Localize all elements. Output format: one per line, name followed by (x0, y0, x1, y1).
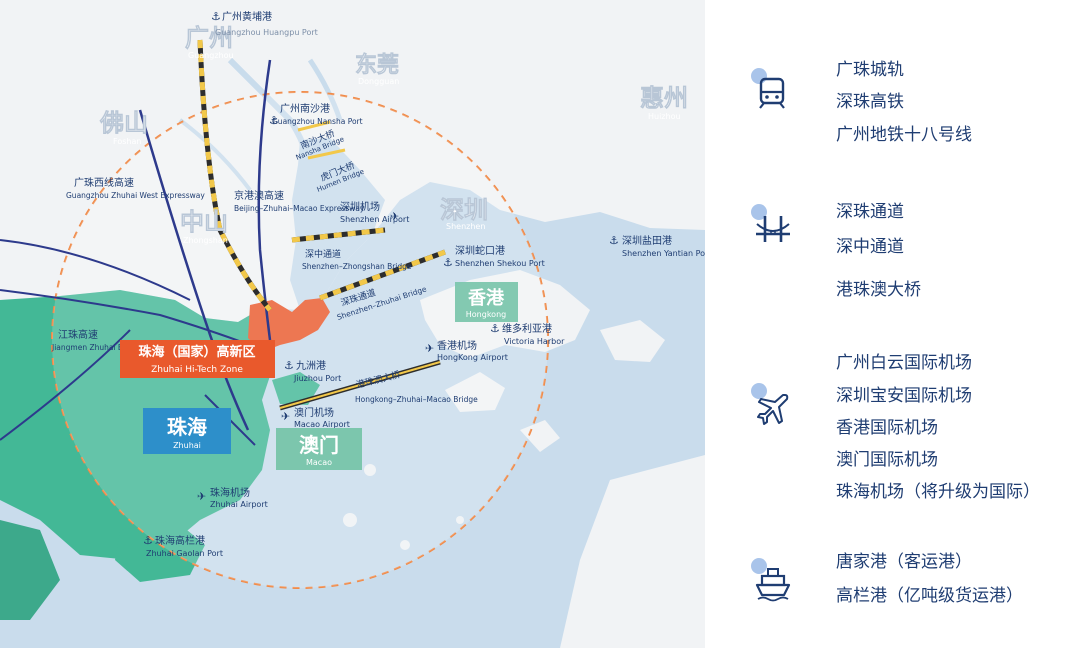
regional-transport-map: 广州 东莞 惠州 佛山 中山 深圳 Guangzhou Dongguan Hui… (0, 0, 705, 648)
bridge-label-shenzhong: 深中通道 (305, 248, 341, 260)
legend-item: 广州地铁十八号线 (836, 125, 972, 145)
expressway-en-guangzhu-west: Guangzhou Zhuhai West Expressway (66, 191, 205, 200)
port-en-victoria: Victoria Harbor (504, 337, 565, 346)
zhuhai-box (143, 408, 231, 454)
port-label-shekou: 深圳蛇口港 (455, 244, 505, 257)
hitech-zone-box (120, 340, 275, 378)
airport-label-macao: 澳门机场 (294, 406, 334, 419)
expressway-guangzhu-west (138, 109, 250, 431)
port-label-jiuzhou: 九洲港 (296, 360, 326, 372)
rail-train-icon (751, 68, 793, 112)
legend-item: 珠海机场（将升级为国际） (836, 482, 1040, 502)
city-label-dongguan: 东莞 (355, 52, 399, 78)
hitech-zone-title: 珠海（国家）高新区 (138, 344, 255, 360)
airport-en-shenzhen: Shenzhen Airport (340, 215, 409, 224)
anchor-icon: ⚓ (211, 10, 221, 23)
legend-item: 澳门国际机场 (836, 450, 938, 470)
bridge-en-hzm: Hongkong–Zhuhai–Macao Bridge (355, 395, 478, 404)
legend-item: 广珠城轨 (836, 60, 904, 80)
port-label-nansha: 广州南沙港 (280, 102, 330, 115)
port-en-gaolan: Zhuhai Gaolan Port (146, 549, 223, 558)
expressway-label-jinggangao: 京港澳高速 (234, 189, 284, 202)
transport-legend: 广珠城轨 深珠高铁 广州地铁十八号线 深珠通道 深中通道 港珠澳大桥 (705, 0, 1080, 648)
legend-item: 唐家港（客运港） (836, 552, 972, 572)
port-en-yantian: Shenzhen Yantian Port (622, 249, 705, 258)
airport-en-hongkong: HongKong Airport (437, 353, 508, 362)
bridge-en-shenzhong: Shenzhen–Zhongshan Bridge (302, 262, 412, 271)
legend-item: 深珠高铁 (836, 92, 904, 112)
city-en-zhongshan: Zhongshan (183, 236, 228, 245)
anchor-icon: ⚓ (443, 256, 453, 269)
hongkong-en: Hongkong (466, 310, 506, 319)
zhuhai-title: 珠海 (167, 415, 207, 439)
port-label-yantian: 深圳盐田港 (622, 234, 672, 247)
anchor-icon: ⚓ (284, 359, 294, 372)
port-label-gaolan: 珠海高栏港 (155, 534, 205, 547)
port-label-huangpu: 广州黄埔港 (222, 10, 272, 23)
anchor-icon: ⚓ (143, 534, 153, 547)
expressway-jiangzhu (0, 289, 251, 346)
plane-icon: ✈ (390, 210, 399, 223)
port-en-huangpu: Guangzhou Huangpu Port (215, 28, 318, 37)
airport-en-zhuhai: Zhuhai Airport (210, 500, 268, 509)
city-en-foshan: Foshan (113, 137, 141, 146)
coverage-ring (51, 91, 549, 589)
expressway-en-jiangzhu: Jiangmen Zhuhai Expressway (51, 343, 163, 352)
plane-icon: ✈ (425, 342, 434, 355)
legend-item: 深圳宝安国际机场 (836, 386, 972, 406)
macao-en: Macao (306, 458, 332, 467)
macao-title: 澳门 (299, 433, 339, 457)
legend-item: 港珠澳大桥 (836, 280, 921, 300)
plane-icon: ✈ (281, 410, 290, 423)
city-label-guangzhou: 广州 (185, 24, 233, 52)
city-label-huizhou: 惠州 (640, 84, 688, 112)
plane-icon: ✈ (197, 490, 206, 503)
legend-item: 广州白云国际机场 (836, 353, 972, 373)
port-en-shekou: Shenzhen Shekou Port (455, 259, 545, 268)
hitech-zone-en: Zhuhai Hi-Tech Zone (151, 365, 243, 375)
port-en-jiuzhou: Jiuzhou Port (293, 374, 341, 383)
anchor-icon: ⚓ (609, 234, 619, 247)
airport-label-shenzhen: 深圳机场 (340, 200, 380, 213)
airport-label-zhuhai: 珠海机场 (210, 486, 250, 499)
macao-box (276, 428, 362, 470)
coverage-area (52, 92, 548, 588)
river-estuary (290, 138, 385, 310)
legend-item: 深中通道 (836, 237, 904, 257)
expressway-label-guangzhu-west: 广珠西线高速 (74, 176, 134, 189)
legend-item: 高栏港（亿吨级货运港） (836, 586, 1023, 606)
city-label-zhongshan: 中山 (180, 208, 228, 236)
shenzhu-bridge-line (319, 249, 446, 301)
city-en-shenzhen: Shenzhen (446, 222, 485, 231)
city-label-shenzhen: 深圳 (440, 196, 488, 224)
airport-en-macao: Macao Airport (294, 420, 350, 429)
city-en-dongguan: Dongguan (358, 77, 399, 86)
bridge-icon (751, 204, 793, 248)
legend-item: 深珠通道 (836, 202, 904, 222)
anchor-icon: ⚓ (269, 114, 279, 127)
nansha-bridge-line (297, 120, 331, 132)
city-label-foshan: 佛山 (99, 109, 148, 137)
legend-item: 香港国际机场 (836, 418, 938, 438)
airplane-icon (751, 383, 793, 427)
mainland-area (0, 0, 705, 322)
hongkong-box (455, 282, 518, 322)
hongkong-title: 香港 (467, 288, 505, 309)
ship-icon (751, 558, 793, 602)
anchor-icon: ⚓ (490, 322, 500, 335)
expressway-label-jiangzhu: 江珠高速 (58, 328, 98, 341)
humen-bridge-line (307, 148, 346, 160)
zhuhai-en: Zhuhai (173, 441, 201, 450)
port-en-nansha: Guangzhou Nansha Port (272, 117, 363, 126)
city-en-huizhou: Huizhou (648, 112, 681, 121)
airport-label-hongkong: 香港机场 (437, 339, 477, 352)
city-en-guangzhou: Guangzhou (188, 51, 234, 60)
hitech-zone-area (248, 298, 330, 352)
expressway-en-jinggangao: Beijing–Zhuhai–Macao Expressway (234, 204, 365, 213)
port-label-victoria: 维多利亚港 (502, 322, 552, 335)
